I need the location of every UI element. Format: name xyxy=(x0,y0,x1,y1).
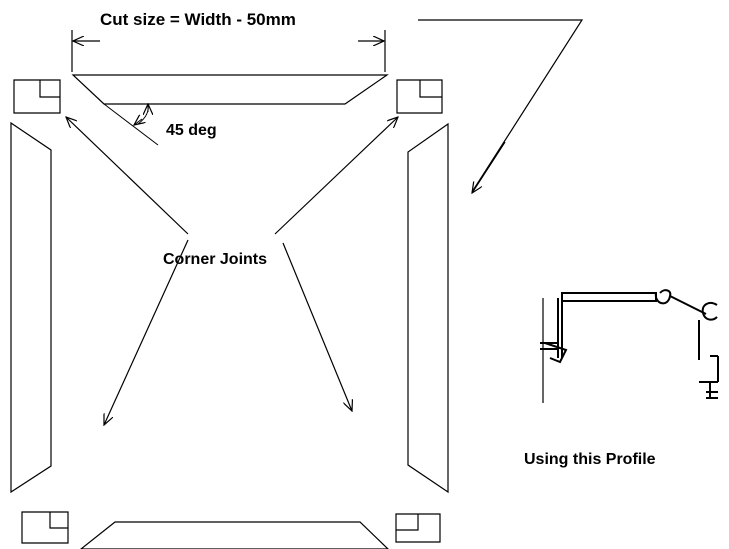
profile-main-body xyxy=(540,298,563,358)
corner-arrow-top-left xyxy=(66,117,189,235)
cut-size-dimension xyxy=(71,30,386,72)
angle-label: 45 deg xyxy=(166,122,217,139)
corner-joint-bottom-right xyxy=(395,513,441,543)
profile-top-channel xyxy=(561,292,657,302)
right-frame-piece xyxy=(407,122,449,494)
top-frame-piece xyxy=(71,74,389,105)
profile-left-clip xyxy=(544,342,568,364)
corner-joint-top-right xyxy=(396,79,443,114)
profile-leader-line xyxy=(418,19,584,193)
bottom-frame-piece xyxy=(80,521,389,549)
corner-arrow-bottom-right xyxy=(282,242,352,411)
profile-leader-arrow xyxy=(472,141,506,193)
corner-joint-bottom-left xyxy=(21,511,69,544)
profile-arm xyxy=(669,295,707,315)
angle-indicator xyxy=(103,103,159,146)
angle-arrow-down xyxy=(134,119,142,125)
cut-size-label: Cut size = Width - 50mm xyxy=(100,10,296,29)
corner-arrow-bottom-left xyxy=(104,239,189,425)
left-frame-piece xyxy=(10,121,52,494)
profile-caption: Using this Profile xyxy=(524,451,656,468)
profile-hinge-knuckle xyxy=(654,289,672,305)
corner-joints-label: Corner Joints xyxy=(163,251,267,268)
profile-end-hook xyxy=(701,302,718,321)
profile-right-leg xyxy=(698,320,719,399)
corner-joint-top-left xyxy=(13,79,61,114)
corner-arrow-top-right xyxy=(274,117,398,235)
profile-cross-section xyxy=(540,289,719,403)
angle-bisector-line xyxy=(103,103,159,146)
